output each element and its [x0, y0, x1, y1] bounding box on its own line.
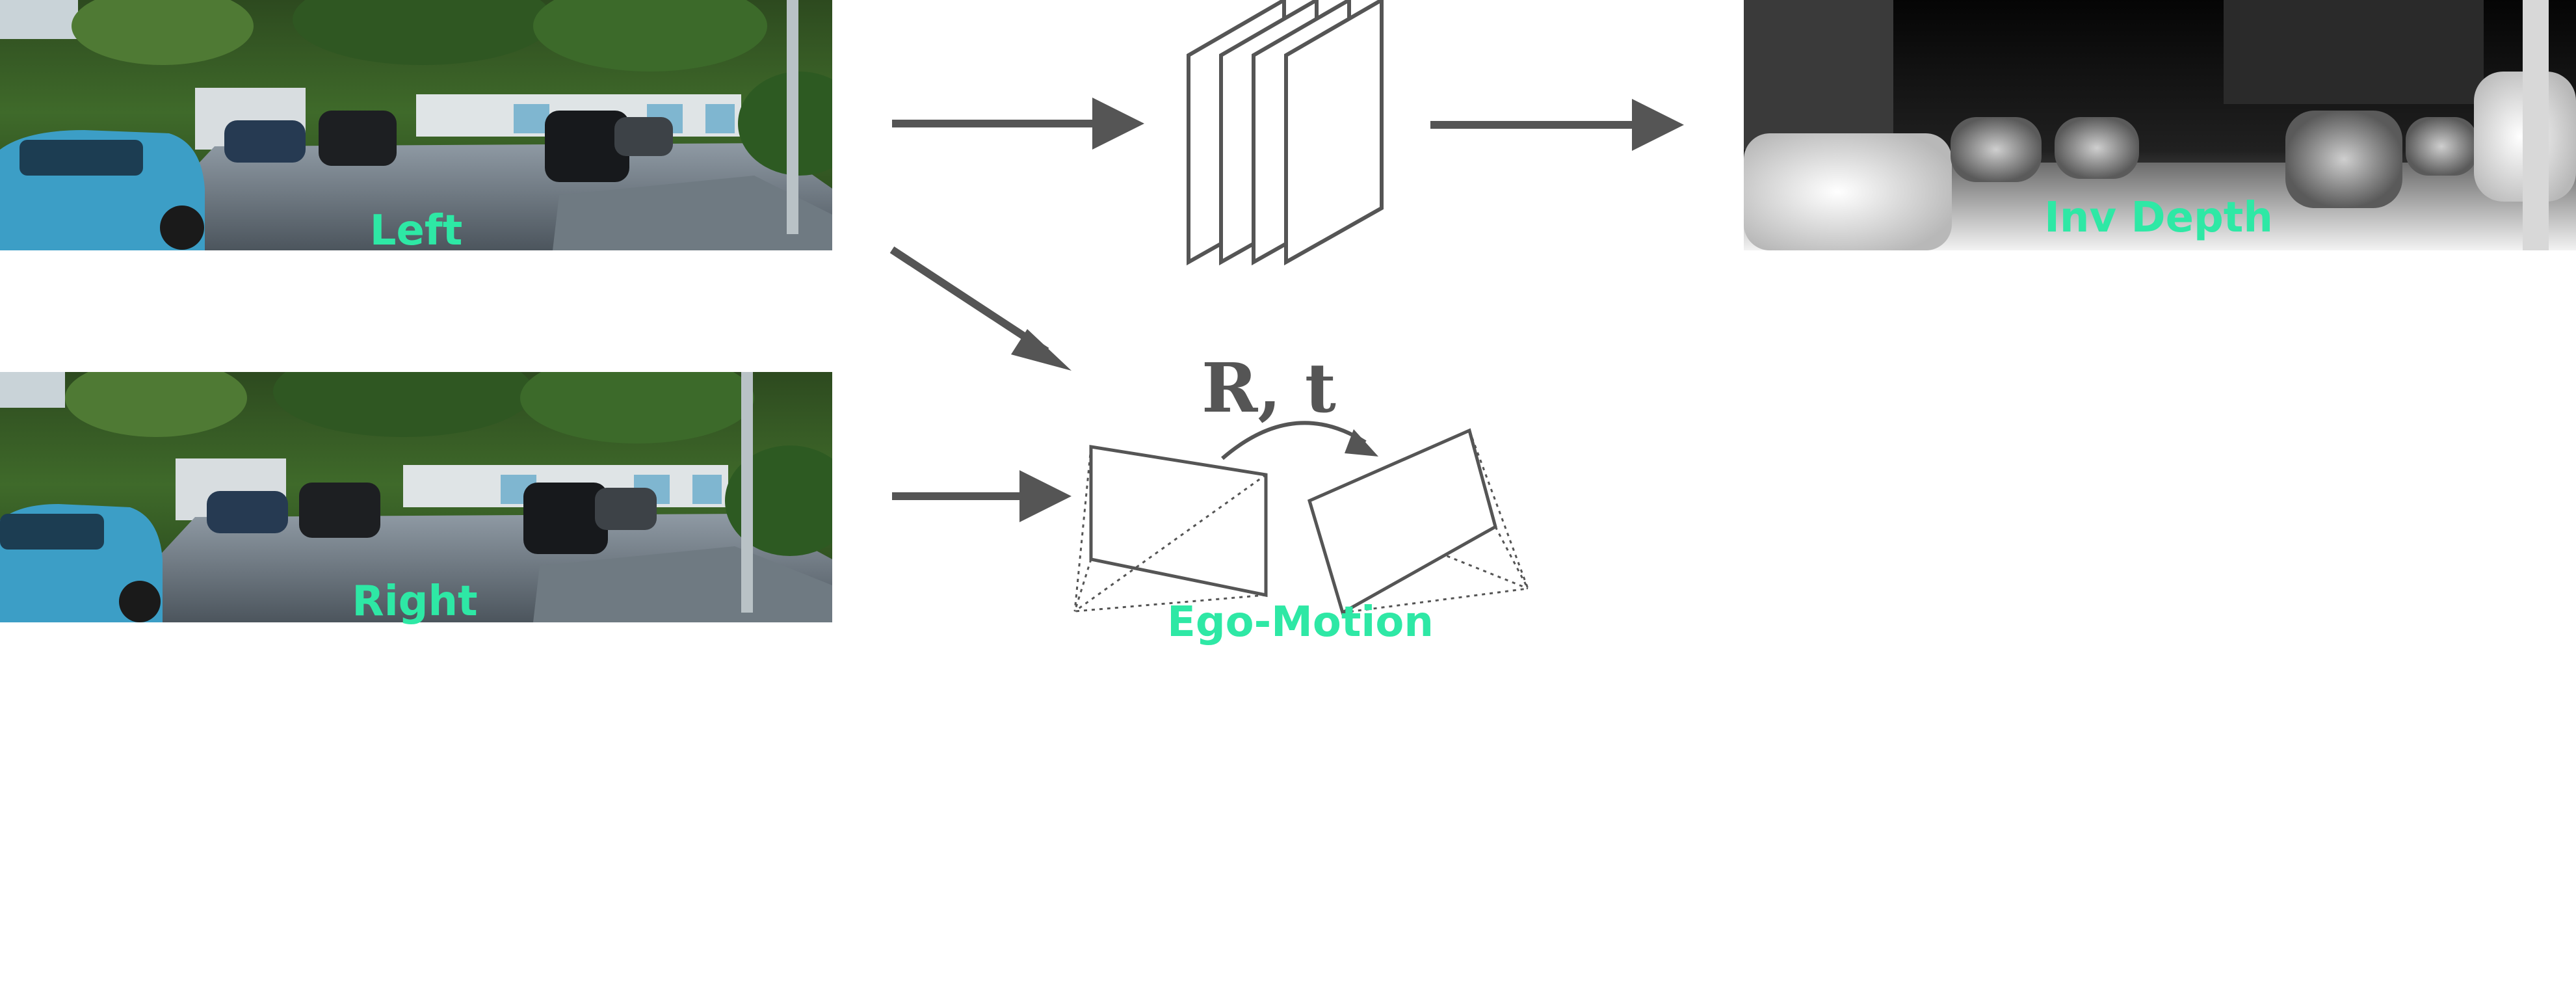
arrow-left-to-egomotion [889, 246, 1071, 371]
arrow-left-to-network [892, 98, 1144, 150]
inv-depth-label: Inv Depth [2044, 194, 2273, 242]
inverse-depth-map [1744, 0, 2576, 250]
layered-feature-maps-icon [1187, 0, 1384, 266]
left-image [0, 0, 832, 250]
rotation-translation-label: R, t [1202, 348, 1336, 428]
arrow-right-to-egomotion [892, 470, 1071, 522]
right-image [0, 372, 832, 622]
camera-frustum-icon [1073, 421, 1529, 615]
right-image-label: Right [352, 577, 478, 626]
left-image-label: Left [369, 207, 463, 255]
arrow-network-to-depth [1430, 99, 1684, 151]
ego-motion-label: Ego-Motion [1167, 598, 1434, 646]
